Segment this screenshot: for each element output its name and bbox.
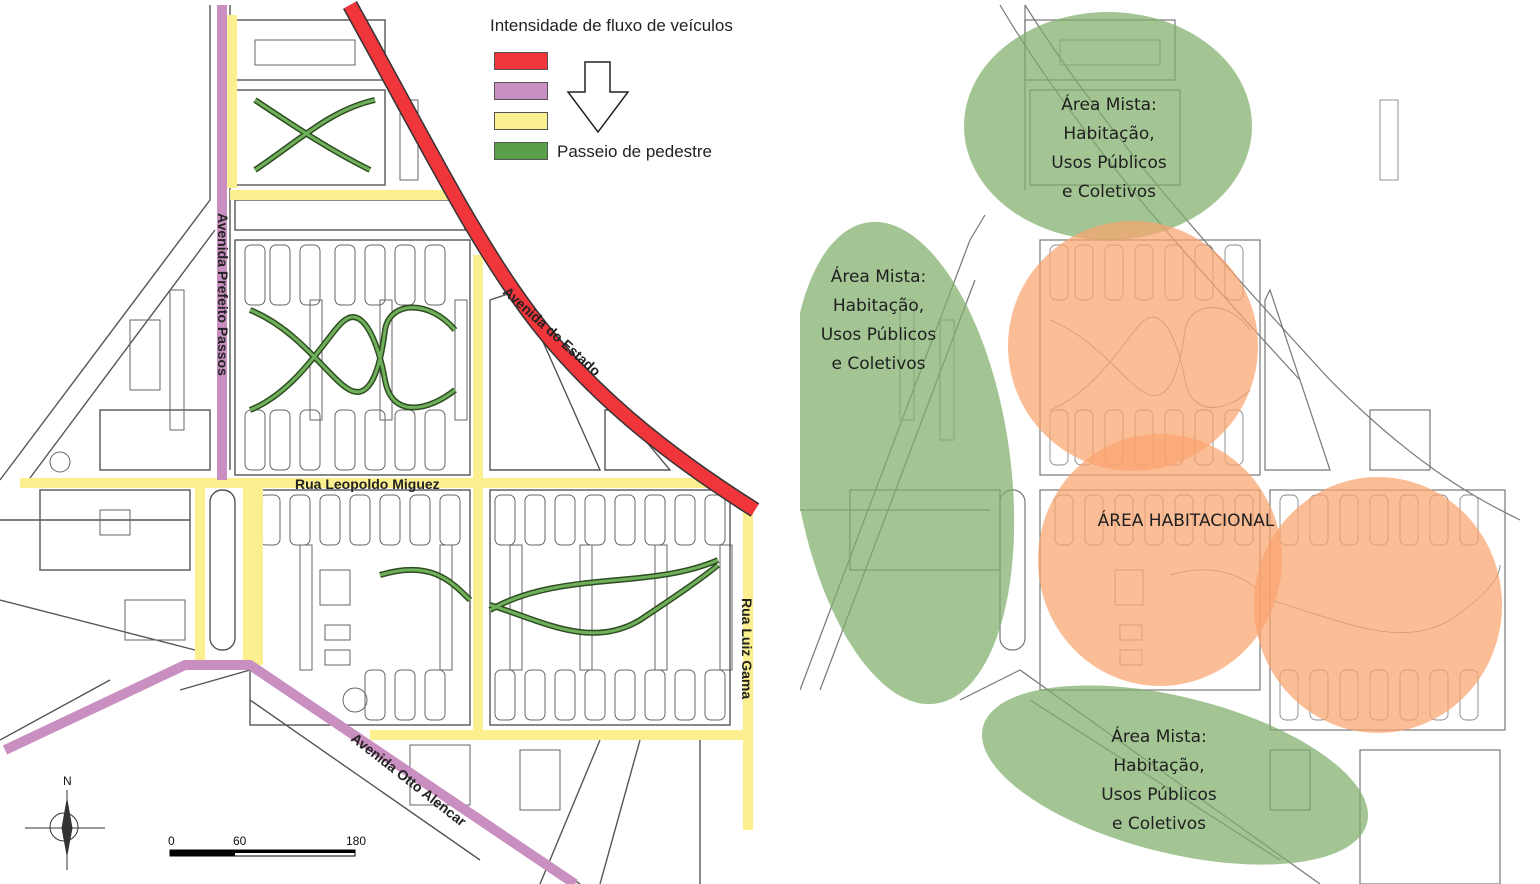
pedestrian-paths bbox=[248, 97, 720, 636]
zone-residential-2 bbox=[1038, 434, 1282, 686]
purple-avenues bbox=[2, 5, 578, 884]
zone-bottom-line-3: Usos Públicos bbox=[1101, 785, 1217, 805]
yellow-streets bbox=[20, 15, 753, 830]
zone-bottom-line-4: e Coletivos bbox=[1111, 814, 1207, 834]
vehicle-flow-map: Avenida do Estado Avenida Prefeito Passo… bbox=[0, 1, 760, 884]
avenida-do-estado-outline bbox=[342, 1, 760, 517]
zone-label-top: Área Mista: Habitação, Usos Públicos e C… bbox=[1028, 91, 1190, 207]
avenida-do-estado-road bbox=[344, 1, 759, 516]
zone-top-line-4: e Coletivos bbox=[1061, 182, 1157, 202]
zone-left-line-1: Área Mista: bbox=[830, 267, 927, 287]
zone-top-line-3: Usos Públicos bbox=[1051, 153, 1167, 173]
zone-ellipses bbox=[800, 12, 1502, 865]
north-arrow-icon bbox=[25, 790, 105, 870]
label-rua-luiz-gama: Rua Luiz Gama bbox=[739, 598, 755, 699]
zone-center-label: ÁREA HABITACIONAL bbox=[1097, 511, 1275, 531]
legend-swatch-purple bbox=[494, 82, 548, 100]
zone-left-line-4: e Coletivos bbox=[831, 354, 926, 374]
zone-top-line-1: Área Mista: bbox=[1061, 95, 1157, 115]
building-grid bbox=[49, 39, 733, 811]
north-label: N bbox=[63, 774, 72, 788]
land-use-map: Área Mista: Habitação, Usos Públicos e C… bbox=[800, 0, 1540, 884]
zone-mixed-top bbox=[964, 12, 1252, 240]
zone-bottom-line-1: Área Mista: bbox=[1111, 727, 1207, 747]
zone-bottom-line-2: Habitação, bbox=[1113, 756, 1205, 776]
zone-left-line-3: Usos Públicos bbox=[820, 325, 937, 345]
vehicle-flow-map-drawing: Avenida do Estado Avenida Prefeito Passo… bbox=[0, 1, 760, 884]
legend-swatch-red bbox=[494, 52, 548, 70]
zone-label-bottom: Área Mista: Habitação, Usos Públicos e C… bbox=[1079, 723, 1239, 839]
legend-title: Intensidade de fluxo de veículos bbox=[490, 16, 733, 35]
land-use-map-drawing bbox=[800, 4, 1521, 884]
zone-mixed-left bbox=[800, 221, 1015, 705]
zone-label-left: Área Mista: Habitação, Usos Públicos e C… bbox=[800, 263, 957, 379]
zone-residential-3 bbox=[1254, 477, 1502, 733]
label-avenida-do-estado: Avenida do Estado bbox=[500, 283, 604, 379]
zone-top-line-2: Habitação, bbox=[1063, 124, 1155, 144]
scale-label-0: 0 bbox=[168, 834, 175, 848]
legend-swatch-yellow bbox=[494, 112, 548, 130]
flow-direction-arrow-icon bbox=[566, 61, 630, 134]
zone-left-line-2: Habitação, bbox=[832, 296, 925, 316]
zone-residential-1 bbox=[1008, 221, 1258, 471]
label-avenida-prefeito-passos: Avenida Prefeito Passos bbox=[215, 213, 231, 376]
legend-swatch-green bbox=[494, 142, 548, 160]
pedestrian-paths-inner bbox=[249, 98, 719, 635]
label-rua-leopoldo-miguez: Rua Leopoldo Miguez bbox=[295, 476, 440, 492]
zone-label-center: ÁREA HABITACIONAL bbox=[1086, 507, 1286, 536]
scale-label-180: 180 bbox=[346, 834, 367, 848]
zone-mixed-bottom bbox=[981, 685, 1369, 865]
scale-bar bbox=[169, 849, 356, 857]
legend-label-pedestrian: Passeio de pedestre bbox=[557, 142, 712, 161]
scale-label-60: 60 bbox=[233, 834, 247, 848]
